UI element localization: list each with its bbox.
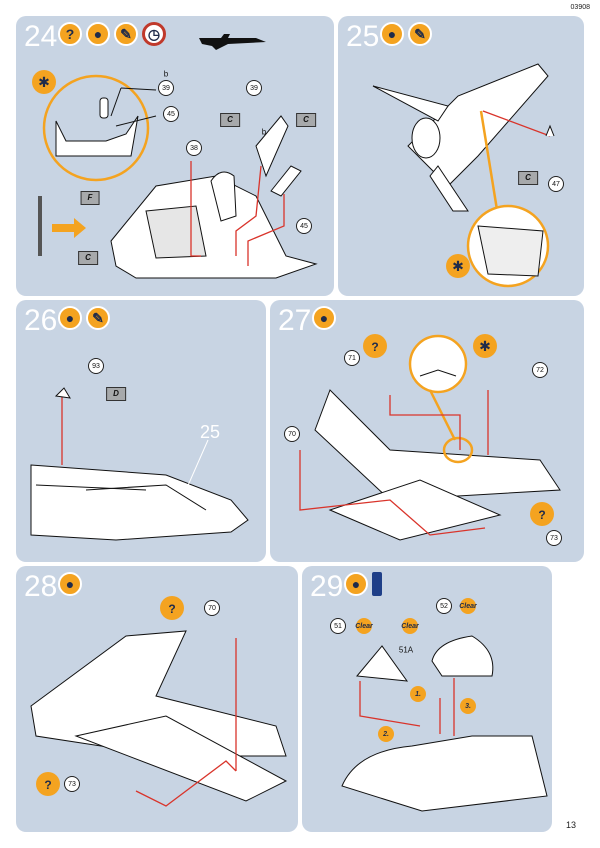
color-flag-c-3: C — [78, 251, 98, 265]
step-26-panel: 26 ● ✎ 93 D 25 — [16, 300, 266, 562]
step-25-illustration: ✱ — [372, 63, 555, 288]
svg-text:?: ? — [371, 340, 378, 354]
part-93-label: 93 — [88, 358, 104, 374]
step-number: 27 — [278, 304, 312, 337]
part-72-label: 72 — [532, 362, 548, 378]
glue-icon: ● — [380, 22, 404, 46]
step-28-panel: 28 ● ? ? 70 73 — [16, 566, 298, 832]
part-39-label: 39 — [158, 80, 174, 96]
paint-icon: ✎ — [408, 22, 432, 46]
step-27-panel: 27 ● ? ✱ ? 71 72 70 73 — [270, 300, 584, 562]
step-29-panel: 29 ● 51 52 51A Clear Clear Clear 1. 2. 3… — [302, 566, 552, 832]
color-flag-c-2: C — [296, 113, 316, 127]
color-flag-f: F — [80, 191, 100, 205]
clock-icon: ◷ — [142, 22, 166, 46]
clear-badge-1: Clear — [355, 618, 373, 634]
step-26-illustration — [30, 387, 249, 541]
glue-icon: ● — [86, 22, 110, 46]
svg-text:✱: ✱ — [452, 258, 464, 274]
step-28-illustration: ? ? — [30, 596, 288, 807]
clear-badge-3: Clear — [459, 598, 477, 614]
part-70-label: 70 — [204, 600, 220, 616]
product-code: 03908 — [570, 4, 590, 11]
step-number: 26 — [24, 304, 58, 337]
part-47-label: 47 — [548, 176, 564, 192]
assembly-step-2: 2. — [378, 726, 394, 742]
svg-text:?: ? — [538, 508, 545, 522]
color-flag-c: C — [220, 113, 240, 127]
step-24-panel: 24 ? ● ✎ ◷ ✱ 39 b 45 39 b 38 45 — [16, 16, 334, 296]
page-number: 13 — [565, 820, 576, 830]
assembly-step-3: 3. — [460, 698, 476, 714]
step-24-illustration: ✱ — [32, 34, 318, 279]
part-52-label: 52 — [436, 598, 452, 614]
part-39-label-right: 39 — [246, 80, 262, 96]
part-b-label: b — [163, 69, 169, 79]
step-number: 25 — [346, 20, 380, 53]
color-flag-c: C — [518, 171, 538, 185]
step-27-illustration: ? ✱ ? — [299, 334, 561, 541]
glue-icon: ● — [58, 572, 82, 596]
step-number: 29 — [310, 570, 344, 603]
part-45-label: 45 — [163, 106, 179, 122]
step-29-illustration — [341, 635, 548, 812]
assembly-step-1: 1. — [410, 686, 426, 702]
svg-text:?: ? — [44, 778, 51, 792]
part-73-label: 73 — [64, 776, 80, 792]
svg-text:✱: ✱ — [479, 338, 491, 354]
part-45-label-right: 45 — [296, 218, 312, 234]
part-51a-label: 51A — [398, 645, 414, 655]
reference-25: 25 — [200, 422, 221, 442]
part-38-label: 38 — [186, 140, 202, 156]
glue-icon: ● — [312, 306, 336, 330]
step-number: 28 — [24, 570, 58, 603]
glue-icon: ● — [58, 306, 82, 330]
part-b-label-right: b — [261, 127, 267, 137]
color-flag-d: D — [106, 387, 126, 401]
part-70-label: 70 — [284, 426, 300, 442]
glue-icon: ● — [344, 572, 368, 596]
paint-icon: ✎ — [86, 306, 110, 330]
svg-text:?: ? — [168, 602, 175, 616]
clear-badge-2: Clear — [401, 618, 419, 634]
part-71-label: 71 — [344, 350, 360, 366]
svg-text:✱: ✱ — [38, 74, 50, 90]
clear-glue-icon — [372, 572, 382, 596]
step-25-panel: 25 ● ✎ ✱ 47 C — [338, 16, 584, 296]
part-51-label: 51 — [330, 618, 346, 634]
paint-icon: ✎ — [114, 22, 138, 46]
step-number: 24 — [24, 20, 58, 53]
help-icon: ? — [58, 22, 82, 46]
part-73-label: 73 — [546, 530, 562, 546]
